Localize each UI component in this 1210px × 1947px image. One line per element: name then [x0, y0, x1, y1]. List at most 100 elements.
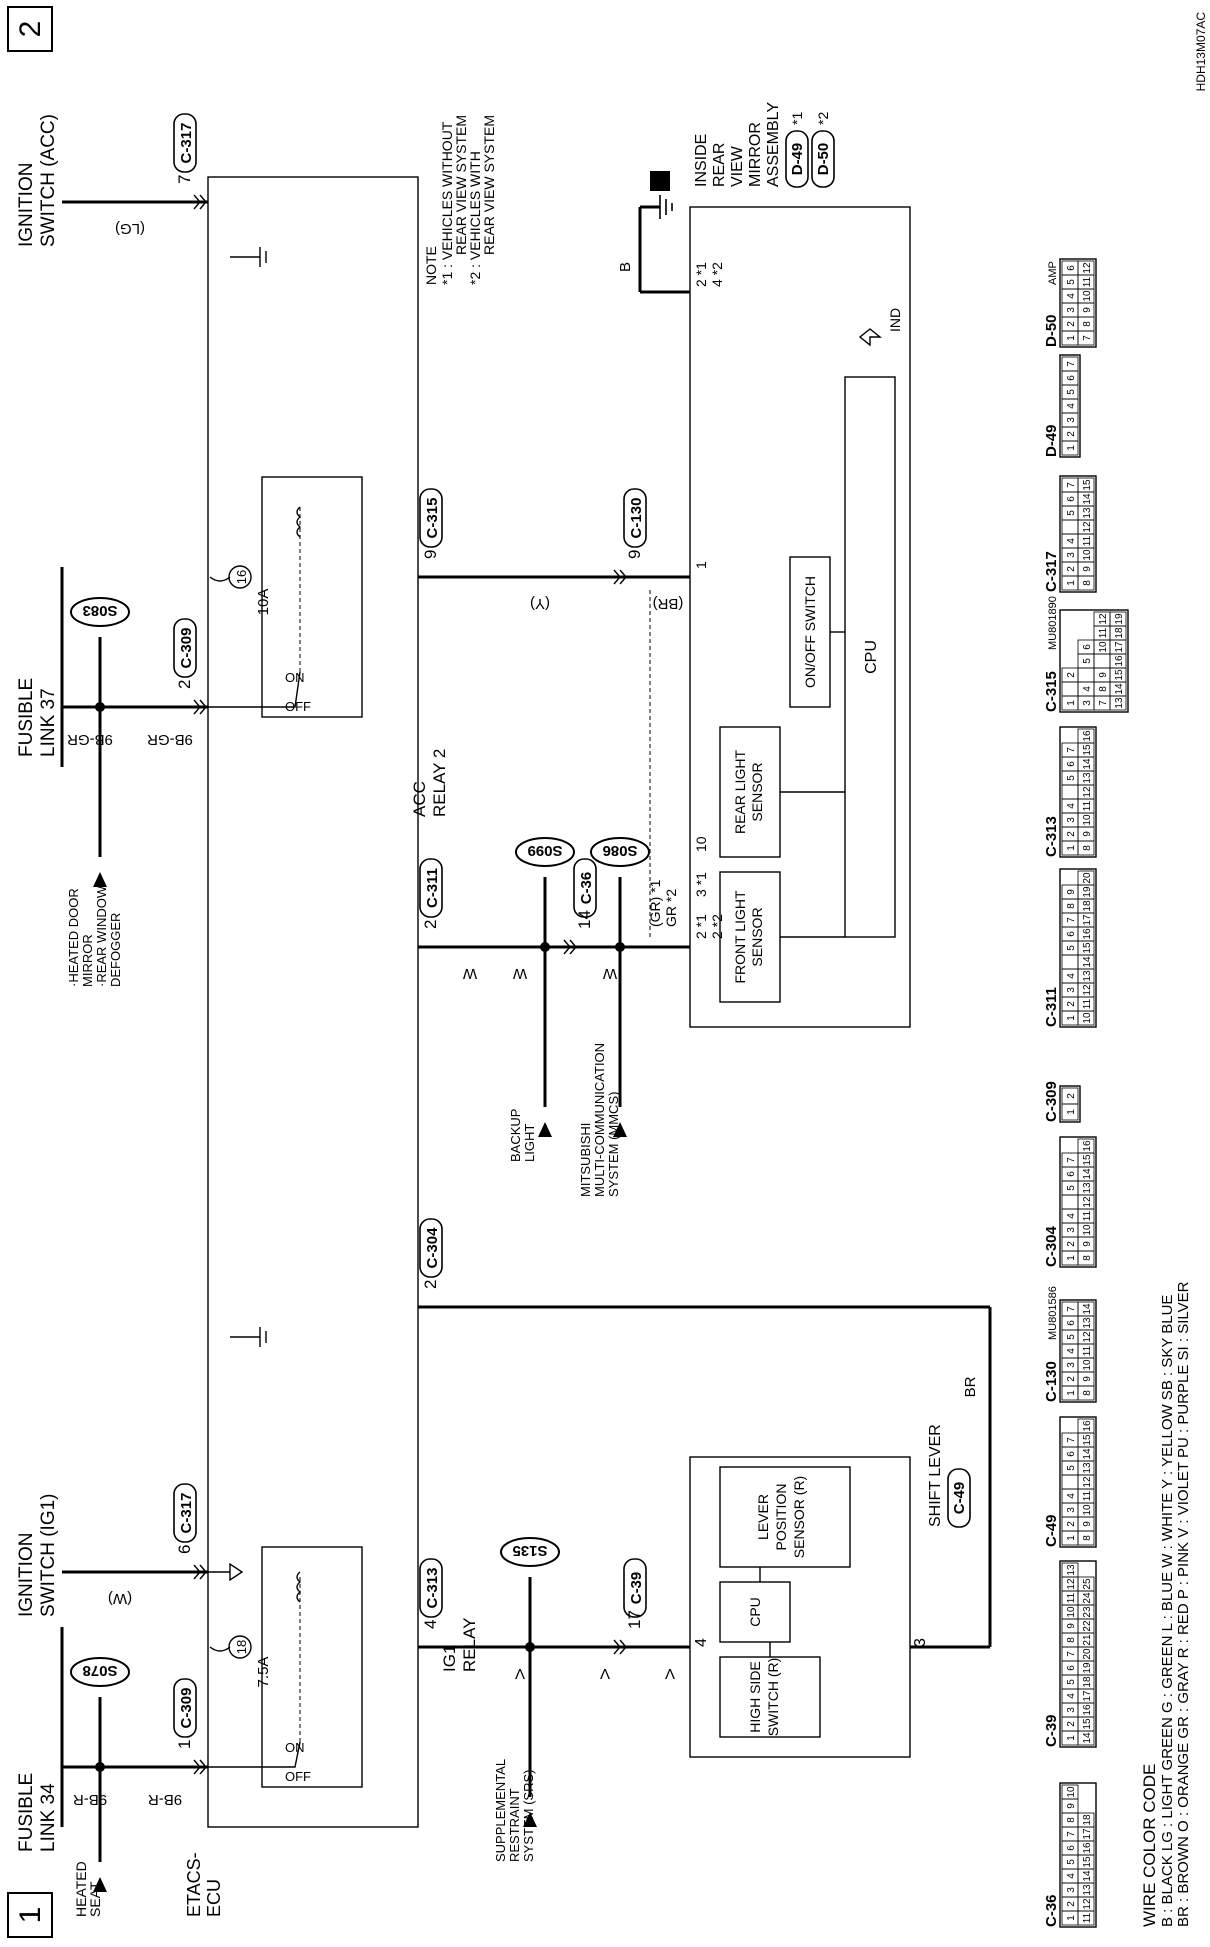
- splice-s083: [70, 597, 130, 627]
- ind-led-icon: [858, 328, 882, 347]
- conn-c304-pin: 8: [1082, 1255, 1093, 1261]
- conn-c313-pin: 7: [1066, 747, 1077, 753]
- ignition-acc-label-l1: IGNITION: [16, 163, 37, 247]
- etacs-title-1: ETACS-: [184, 1852, 204, 1917]
- conn-c309-outline: [1059, 1085, 1081, 1123]
- conn-c317-pin: 7: [1066, 482, 1077, 488]
- conn-c313-cell: [1061, 784, 1079, 800]
- conn-c315-pin: 17: [1114, 641, 1125, 653]
- mirror-cpu: CPU: [863, 640, 880, 674]
- conn-c36-pin: 13: [1082, 1884, 1093, 1896]
- fusible-link-34-label-l1: FUSIBLE: [16, 1773, 37, 1852]
- conn-c36-outline: [1059, 1782, 1097, 1928]
- conn-c311-pin: 4: [1066, 973, 1077, 979]
- conn-c39-pin: 2: [1066, 1721, 1077, 1727]
- conn-c36-pin: 6: [1066, 1845, 1077, 1851]
- conn-c311-pin: 3: [1066, 987, 1077, 993]
- conn-c313-cell: [1077, 728, 1095, 744]
- conn-c36-pin: 15: [1082, 1856, 1093, 1868]
- drawing-code: HDH13M07AC: [1194, 12, 1208, 92]
- conn-c311-pin: 6: [1066, 931, 1077, 937]
- conn-c317-pin: 6: [1066, 496, 1077, 502]
- splice-s078-label: S078: [82, 1662, 117, 1679]
- conn-c49-pin: 13: [1082, 1462, 1093, 1474]
- fuse-18-amp: 7.5A: [255, 1657, 272, 1688]
- acc-contact: [208, 671, 301, 708]
- conn-c49-pin: 15: [1082, 1434, 1093, 1446]
- conn-c130-pin: 7: [1066, 1306, 1077, 1312]
- conn-c130-pin: 4: [1066, 1348, 1077, 1354]
- svg-text:*2 : VEHICLES WITH: *2 : VEHICLES WITH: [467, 151, 483, 285]
- conn-c130-cell: [1077, 1301, 1095, 1317]
- conn-c39-pin: 4: [1066, 1693, 1077, 1699]
- conn-c311-pin: 9: [1066, 889, 1077, 895]
- conn-c36-pin: 1: [1066, 1915, 1077, 1921]
- wire-br-label: BR: [962, 1376, 979, 1397]
- conn-c309-pin: 2: [1066, 1093, 1077, 1099]
- conn-c36-pin: 2: [1066, 1901, 1077, 1907]
- etacs-ecu-box: [207, 176, 419, 1828]
- ignition-ig1-label-l1: IGNITION: [16, 1533, 37, 1617]
- pin6-chevron: [193, 1564, 207, 1580]
- splice-s135-label: S135: [512, 1542, 547, 1559]
- ecu-ground-symbol: [230, 1327, 267, 1347]
- acc-relay-l1: ACC: [410, 781, 429, 817]
- c36-tag-box: [573, 858, 597, 918]
- wire-gr1: (GR) *1: [647, 879, 663, 927]
- conn-d50-pin: 9: [1082, 307, 1093, 313]
- conn-c313-pin: 2: [1066, 831, 1077, 837]
- ig1-off: OFF: [285, 1769, 311, 1784]
- conn-c315-pin: 11: [1098, 627, 1109, 638]
- etacs-pin4-conn: C-313: [424, 1568, 441, 1609]
- conn-c313-pin: 14: [1082, 758, 1093, 770]
- conn-c311-pin: 12: [1082, 984, 1093, 996]
- etacs-pin2-c309-conn: C-309: [178, 628, 195, 669]
- note-block: NOTE *1 : VEHICLES WITHOUT REAR VIEW SYS…: [423, 115, 497, 285]
- ig1-relay-l2: RELAY: [460, 1618, 479, 1673]
- conn-d50-pin: 7: [1082, 335, 1093, 341]
- conn-c313-pin: 15: [1082, 744, 1093, 756]
- wire-9br-upper: 9B-R: [73, 1791, 107, 1808]
- conn-c315-pin: 9: [1098, 672, 1109, 678]
- conn-c36-pin: 8: [1066, 1817, 1077, 1823]
- wire-9bgr-lower: 9B-GR: [147, 731, 193, 748]
- etacs-pin7-box: [173, 113, 197, 173]
- conn-d50-tag: AMP: [1047, 261, 1059, 285]
- shift-lever-conn: C-49: [951, 1482, 968, 1515]
- conn-c130-pin: 9: [1082, 1376, 1093, 1382]
- conn-c315-pin: 7: [1098, 700, 1109, 706]
- c36-tag-conn: C-36: [578, 872, 595, 905]
- conn-c49-pin: 3: [1066, 1507, 1077, 1513]
- etacs-pin2-c304-pin: 2: [421, 1280, 440, 1289]
- heated-items-l2: MIRROR: [80, 934, 95, 987]
- conn-c130-pin: 11: [1082, 1345, 1093, 1356]
- conn-c311-pin: 14: [1082, 956, 1093, 968]
- conn-c304-pin: 14: [1082, 1168, 1093, 1180]
- splice-s099: [515, 837, 575, 867]
- conn-d49-pin: 2: [1066, 431, 1077, 437]
- svg-text:2: 2: [14, 21, 47, 38]
- conn-c49-pin: 10: [1082, 1504, 1093, 1516]
- conn-c49-cell: [1061, 1474, 1079, 1490]
- etacs-pin1-box: [173, 1678, 197, 1738]
- conn-c317-pin: 9: [1082, 566, 1093, 572]
- conn-c313-pin: 5: [1066, 775, 1077, 781]
- conn-c36-pin: 7: [1066, 1831, 1077, 1837]
- conn-d50-pin: 4: [1066, 293, 1077, 299]
- heated-items-l1: ·HEATED DOOR: [66, 888, 81, 987]
- conn-c36-pin: 14: [1082, 1870, 1093, 1882]
- conn-c315-pin: 16: [1114, 655, 1125, 667]
- etacs-pin6-pin: 6: [175, 1545, 194, 1554]
- etacs-pin2-c309-box: [173, 618, 197, 678]
- ignition-acc-label-l2: SWITCH (ACC): [38, 114, 59, 247]
- svg-text:REAR VIEW SYSTEM: REAR VIEW SYSTEM: [453, 115, 469, 255]
- etacs-pin2-c311-conn: C-311: [424, 868, 441, 908]
- wire-9bgr-upper: 9B-GR: [67, 731, 113, 748]
- conn-c39-cell: [1077, 1576, 1095, 1592]
- etacs-pin2-c309-pin: 2: [175, 680, 194, 689]
- conn-d50-cell: [1077, 260, 1095, 276]
- conn-d50-pin: 8: [1082, 321, 1093, 327]
- conn-c36-pin: 12: [1082, 1898, 1093, 1910]
- conn-c304-pin: 3: [1066, 1227, 1077, 1233]
- conn-c39-pin: 7: [1066, 1651, 1077, 1657]
